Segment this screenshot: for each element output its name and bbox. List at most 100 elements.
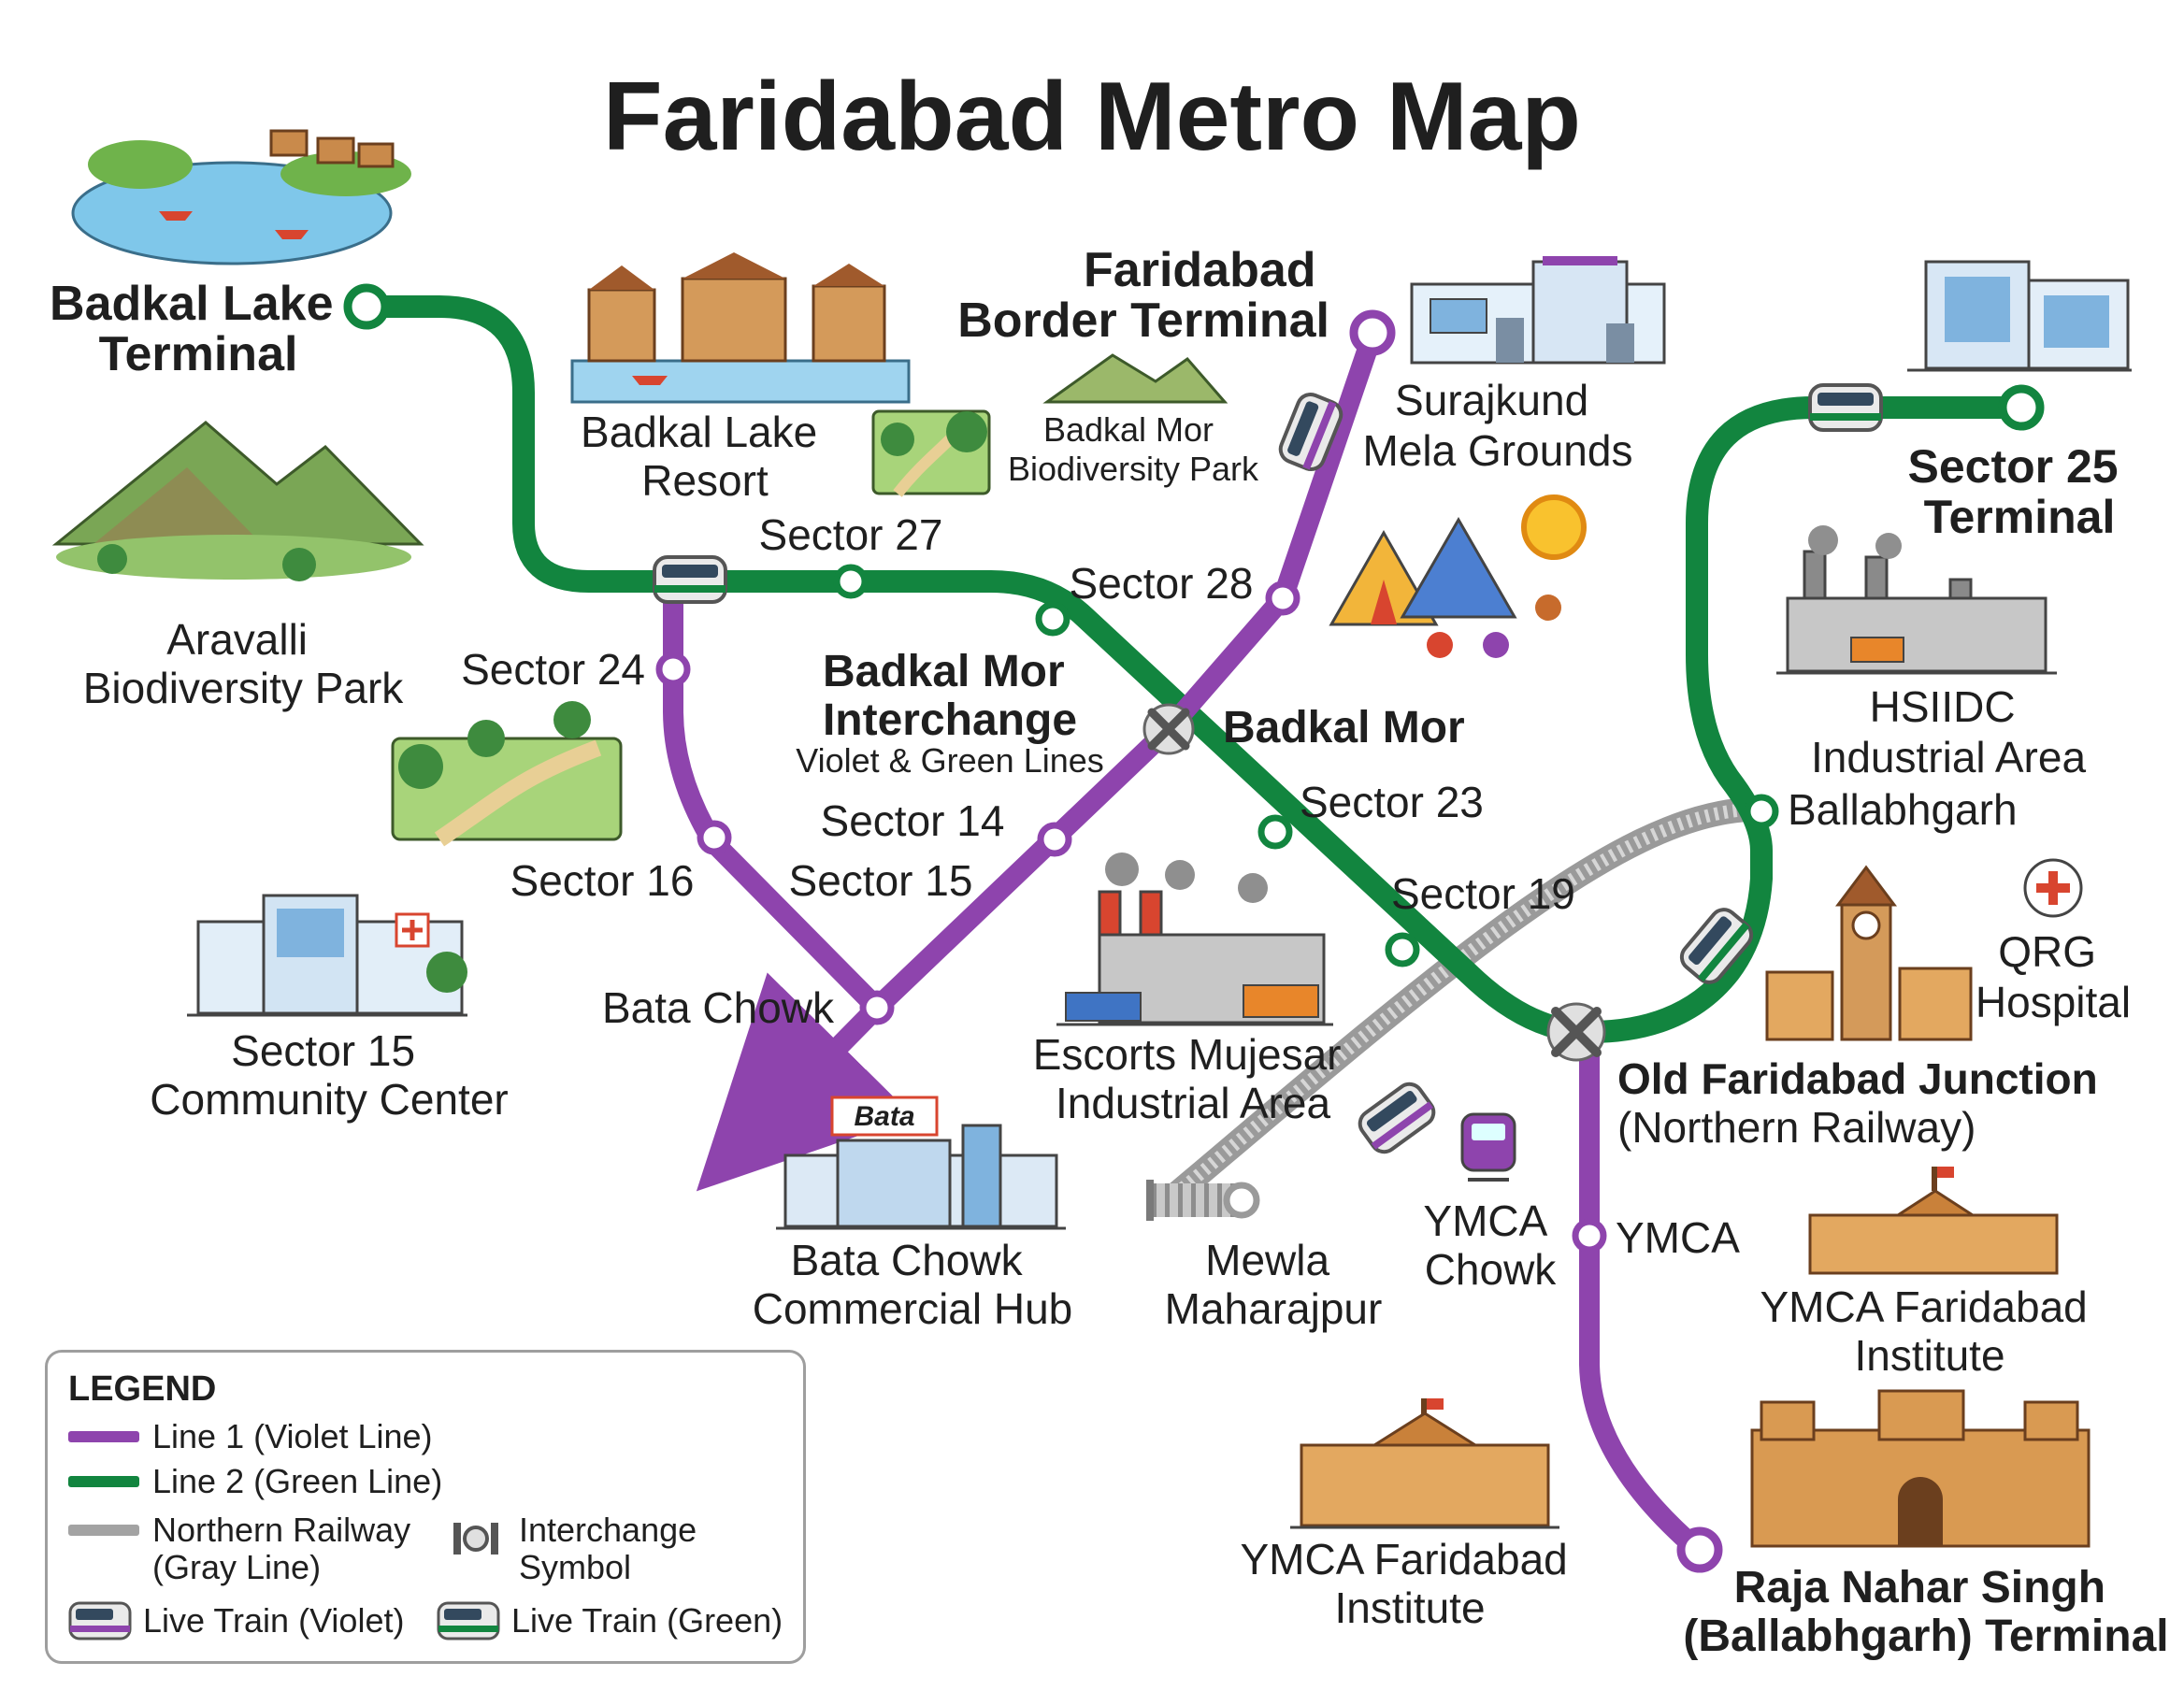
label-ymca-chowk: YMCA Chowk — [1423, 1196, 1557, 1294]
station-badkal-lake-terminal[interactable] — [343, 283, 390, 330]
label-sector-23: Sector 23 — [1300, 778, 1484, 826]
legend-railway-line2: (Gray Line) — [152, 1548, 322, 1586]
legend-title: LEGEND — [68, 1369, 217, 1409]
resort-illustration — [570, 252, 911, 404]
station-sector-16[interactable] — [697, 820, 732, 855]
tent-illustration — [1329, 494, 1587, 658]
label-old-faridabad-junction: Old Faridabad Junction (Northern Railway… — [1617, 1054, 2110, 1152]
legend-label: Live Train (Violet) — [143, 1601, 405, 1640]
train-violet-icon — [1358, 1082, 1436, 1154]
legend-label: Northern Railway (Gray Line) — [152, 1512, 410, 1586]
label-escorts: Escorts Mujesar Industrial Area — [1033, 1030, 1354, 1127]
station-faridabad-border-terminal[interactable] — [1349, 309, 1396, 356]
railway-line-swatch — [68, 1525, 139, 1536]
legend-item-train-green: Live Train (Green) — [437, 1599, 783, 1642]
station-sector-24[interactable] — [655, 652, 691, 687]
metro-icon — [1460, 1112, 1516, 1182]
label-badkal-mor-interchange: Badkal Mor Interchange — [823, 647, 1077, 745]
station-sector-14-15[interactable] — [1037, 822, 1072, 857]
legend-item-railway: Northern Railway (Gray Line) — [68, 1512, 410, 1586]
hospital-cross-icon — [2023, 858, 2083, 918]
factory-illustration — [1056, 852, 1333, 1026]
map-title: Faridabad Metro Map — [603, 63, 1581, 171]
park-illustration — [391, 701, 623, 847]
lake-illustration — [71, 129, 411, 265]
station-ballabhgarh[interactable] — [1744, 794, 1779, 829]
park-illustration — [871, 409, 991, 497]
legend-item-train-violet: Live Train (Violet) — [68, 1599, 404, 1642]
legend-label: Interchange Symbol — [519, 1512, 697, 1586]
label-faridabad-border-terminal: Faridabad Border Terminal — [957, 243, 1329, 348]
label-ymca: YMCA — [1616, 1213, 1740, 1262]
station-sector-25-terminal[interactable] — [1998, 384, 2045, 431]
label-mewla: Mewla Maharajpur — [1165, 1236, 1383, 1333]
label-badkal-lake-resort: Badkal Lake Resort — [581, 408, 829, 505]
community-center-illustration — [187, 894, 467, 1017]
legend-label: Line 1 (Violet Line) — [152, 1417, 433, 1455]
legend-label: Line 2 (Green Line) — [152, 1462, 443, 1500]
fort-illustration — [1750, 1389, 2091, 1548]
clock-tower-illustration — [1765, 865, 1973, 1041]
station-sector-28[interactable] — [1265, 580, 1300, 616]
legend-item-violet: Line 1 (Violet Line) — [68, 1418, 433, 1455]
stations — [343, 283, 2045, 1573]
label-sector-28: Sector 28 — [1070, 559, 1254, 608]
label-sector-25-terminal: Sector 25 Terminal — [1907, 440, 2131, 543]
hills-illustration — [1042, 353, 1228, 404]
label-badkal-mor-interchange-sub: Violet & Green Lines — [796, 741, 1104, 780]
green-line-swatch — [68, 1476, 139, 1487]
violet-line-swatch — [68, 1431, 139, 1442]
legend: LEGEND Line 1 (Violet Line) Line 2 (Gree… — [45, 1350, 806, 1664]
station-raja-nahar-singh-terminal[interactable] — [1676, 1526, 1723, 1573]
label-sector-15-cc: Sector 15 Community Center — [150, 1026, 508, 1124]
institute-illustration — [1290, 1398, 1559, 1529]
label-bata-chowk: Bata Chowk — [602, 983, 835, 1032]
train-violet-icon — [68, 1601, 132, 1641]
station-bata-chowk[interactable] — [859, 990, 895, 1025]
green-line — [353, 295, 2031, 1043]
label-sector-16: Sector 16 — [510, 856, 695, 905]
label-ballabhgarh: Ballabhgarh — [1788, 785, 2018, 834]
train-violet-icon — [1278, 393, 1343, 471]
label-aravalli-park: Aravalli Biodiversity Park — [83, 615, 405, 712]
railway-buffer — [1146, 1183, 1243, 1217]
station-mewla[interactable] — [1223, 1182, 1260, 1219]
label-sector-27: Sector 27 — [759, 510, 943, 559]
institute-illustration — [1808, 1167, 2059, 1275]
office-building-illustration — [1907, 260, 2132, 372]
label-bata-hub: Bata Chowk Commercial Hub — [753, 1236, 1073, 1333]
interchange-badkal-mor[interactable] — [1142, 703, 1195, 755]
train-green-icon — [653, 555, 727, 604]
train-green-icon — [437, 1601, 500, 1641]
label-badkal-mor: Badkal Mor — [1223, 703, 1465, 752]
northern-railway-line — [1146, 797, 1760, 1221]
label-qrg-hospital: QRG Hospital — [1976, 927, 2131, 1026]
label-sector-19: Sector 19 — [1391, 869, 1575, 918]
legend-interchange-line2: Symbol — [519, 1548, 632, 1586]
station-sector-28-green[interactable] — [1035, 601, 1070, 637]
label-surajkund: Surajkund Mela Grounds — [1363, 376, 1633, 475]
legend-label: Live Train (Green) — [511, 1601, 783, 1640]
legend-railway-line1: Northern Railway — [152, 1511, 411, 1549]
label-ymca-institute-right: YMCA Faridabad Institute — [1760, 1282, 2099, 1380]
legend-item-interchange: Interchange Symbol — [444, 1512, 697, 1586]
store-illustration: Bata — [776, 1096, 1066, 1230]
train-green-icon — [1679, 908, 1754, 984]
label-sector-15: Sector 15 — [789, 856, 973, 905]
legend-interchange-line1: Interchange — [519, 1511, 697, 1549]
station-sector-19[interactable] — [1385, 932, 1420, 967]
factory-illustration — [1776, 525, 2057, 675]
label-sector-14: Sector 14 — [821, 796, 1005, 845]
interchange-symbol-icon — [453, 1523, 498, 1555]
label-ymca-institute-bottom: YMCA Faridabad Institute — [1240, 1535, 1579, 1632]
label-raja-nahar-singh-terminal: Raja Nahar Singh (Ballabhgarh) Terminal — [1683, 1563, 2168, 1661]
station-sector-23[interactable] — [1257, 814, 1293, 850]
mountain-illustration — [51, 421, 424, 581]
label-hsiidc: HSIIDC Industrial Area — [1811, 682, 2086, 781]
label-badkal-mor-park: Badkal Mor Biodiversity Park — [1008, 410, 1259, 488]
label-sector-24: Sector 24 — [461, 645, 645, 694]
interchange-old-faridabad[interactable] — [1546, 1002, 1606, 1062]
station-ymca[interactable] — [1572, 1218, 1607, 1254]
station-sector-27[interactable] — [833, 564, 869, 599]
